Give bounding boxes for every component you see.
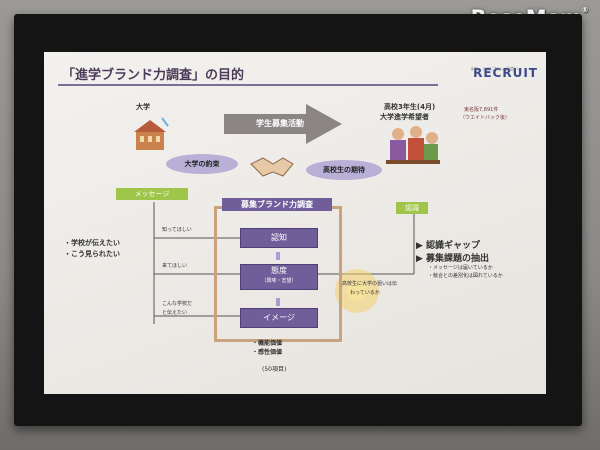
reach-label-1: 高校生に大学の狙いは伝 xyxy=(342,281,398,287)
students-title-2: 大学進学希望者 xyxy=(380,113,429,121)
brand-tagline: まだ、ここにない、出会い。 xyxy=(470,66,522,71)
promise-oval: 大学の約束 xyxy=(166,154,238,174)
attitude-step: 態度 （興味・志望） xyxy=(240,264,318,290)
school-label-1: こんな学校だ xyxy=(162,301,193,307)
title-underline xyxy=(58,84,438,86)
recognition-box: 認識 xyxy=(396,202,428,214)
handshake-icon xyxy=(250,157,294,177)
slide: 「進学ブランド力調査」の目的 RECRUIT まだ、ここにない、出会い。 大学 … xyxy=(44,52,546,394)
students-note-2: （ウエイトバック後） xyxy=(460,115,511,121)
want-communicate: ・学校が伝えたい xyxy=(64,239,120,247)
value-emotional: ・感性価値 xyxy=(252,349,283,356)
image-step: イメージ xyxy=(240,308,318,328)
reach-label-2: わっているか xyxy=(350,290,380,296)
university-building-icon xyxy=(134,117,169,150)
expectation-oval: 高校生の期待 xyxy=(306,160,382,180)
items-count: (50項目) xyxy=(262,366,287,373)
recruitment-arrow xyxy=(224,104,342,144)
known-label: 知ってほしい xyxy=(162,227,192,233)
students-note-1: 東名阪7,891件 xyxy=(464,107,499,113)
come-label: 来てほしい xyxy=(162,263,188,269)
message-box: メッセージ xyxy=(116,188,188,200)
activity-label: 学生募集活動 xyxy=(256,119,304,128)
survey-title: 募集ブランド力調査 xyxy=(222,198,332,211)
want-seen: ・こう見られたい xyxy=(64,250,120,258)
gap-heading: ▶ 認識ギャップ xyxy=(416,241,481,251)
slide-title: 「進学ブランド力調査」の目的 xyxy=(62,68,245,83)
students-illustration xyxy=(386,126,440,164)
school-label-2: と伝えたい xyxy=(162,310,188,316)
attitude-sublabel: （興味・志望） xyxy=(261,278,297,284)
gap-sub-1: ・メッセージは届いているか xyxy=(428,265,493,271)
gap-sub-2: ・競合との差別化は図れているか xyxy=(428,273,503,279)
university-label: 大学 xyxy=(136,103,150,111)
students-title-1: 高校3年生(4月) xyxy=(384,103,436,111)
recruit-logo: RECRUIT xyxy=(473,66,538,80)
awareness-step: 認知 xyxy=(240,228,318,248)
value-functional: ・機能価値 xyxy=(252,340,283,347)
issues-heading: ▶ 募集課題の抽出 xyxy=(416,254,490,264)
attitude-label: 態度 xyxy=(271,266,287,275)
